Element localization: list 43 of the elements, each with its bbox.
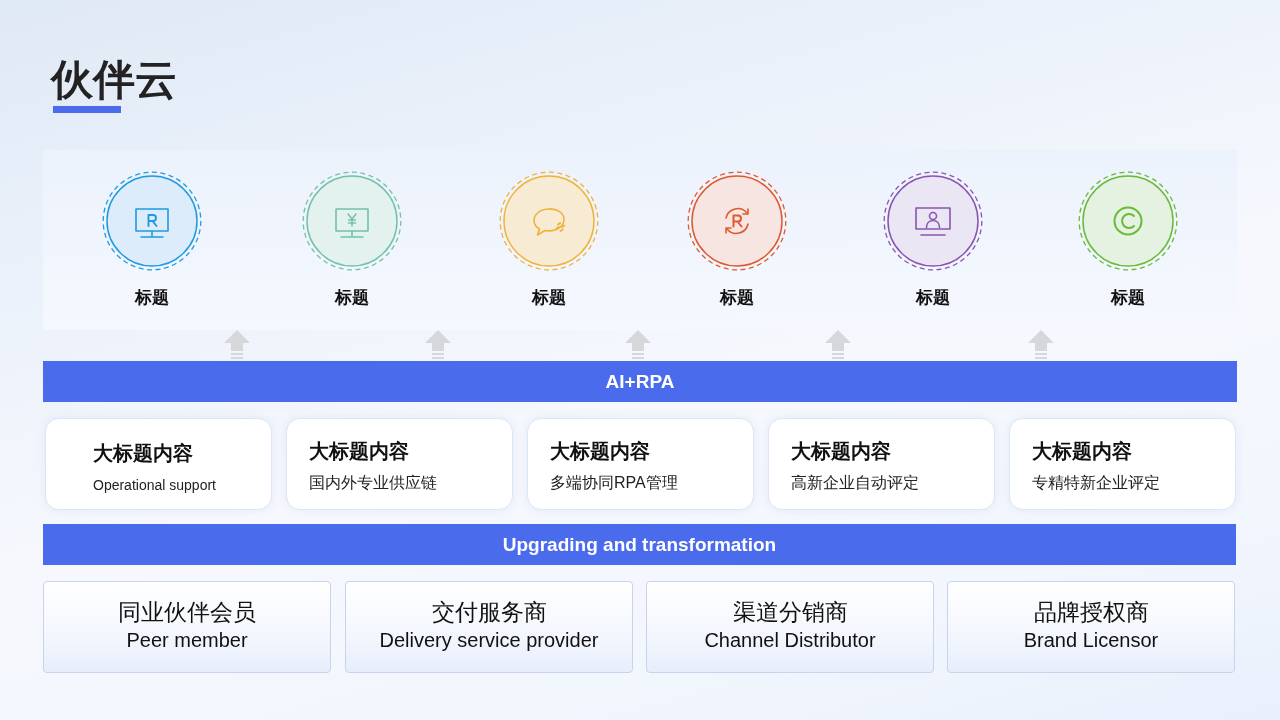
icon-caption: 标题 — [333, 287, 370, 309]
up-arrow — [625, 330, 651, 361]
partner-card — [947, 581, 1235, 673]
partner-subtitle: Peer member — [126, 628, 248, 653]
card-description: 多端协同RPA管理 — [550, 473, 678, 493]
section-banner — [43, 361, 1237, 402]
card-title: 大标题内容 — [550, 439, 650, 464]
info-card — [45, 418, 272, 510]
info-card — [286, 418, 513, 510]
icon-caption: 标题 — [133, 287, 170, 309]
partner-card — [646, 581, 934, 673]
icon-caption: 标题 — [530, 287, 567, 309]
section-banner — [43, 524, 1236, 565]
icon-caption: 标题 — [1109, 287, 1146, 309]
icon-caption: 标题 — [718, 287, 755, 309]
partner-card — [345, 581, 633, 673]
up-arrow — [224, 330, 250, 361]
partner-title: 渠道分销商 — [732, 598, 848, 627]
partner-title: 同业伙伴会员 — [118, 598, 256, 627]
info-card — [1009, 418, 1236, 510]
card-title: 大标题内容 — [1032, 439, 1132, 464]
banner-label: Upgrading and transformation — [502, 532, 777, 557]
card-description: 高新企业自动评定 — [791, 473, 919, 493]
partner-title: 交付服务商 — [431, 598, 547, 627]
partner-card — [43, 581, 331, 673]
banner-label: AI+RPA — [605, 369, 675, 394]
up-arrow — [425, 330, 451, 361]
card-title: 大标题内容 — [309, 439, 409, 464]
up-arrow — [825, 330, 851, 361]
page-title: 伙伴云 — [51, 55, 177, 105]
card-description: 国内外专业供应链 — [309, 473, 437, 493]
card-description: 专精特新企业评定 — [1032, 473, 1160, 493]
partner-subtitle: Brand Licensor — [1023, 628, 1159, 653]
card-description: Operational support — [93, 476, 216, 495]
partner-subtitle: Delivery service provider — [379, 628, 599, 653]
card-title: 大标题内容 — [791, 439, 891, 464]
info-card — [527, 418, 754, 510]
info-card — [768, 418, 995, 510]
icon-caption: 标题 — [914, 287, 951, 309]
partner-title: 品牌授权商 — [1033, 598, 1149, 627]
card-title: 大标题内容 — [93, 441, 193, 466]
partner-subtitle: Channel Distributor — [704, 628, 876, 653]
up-arrow — [1028, 330, 1054, 361]
